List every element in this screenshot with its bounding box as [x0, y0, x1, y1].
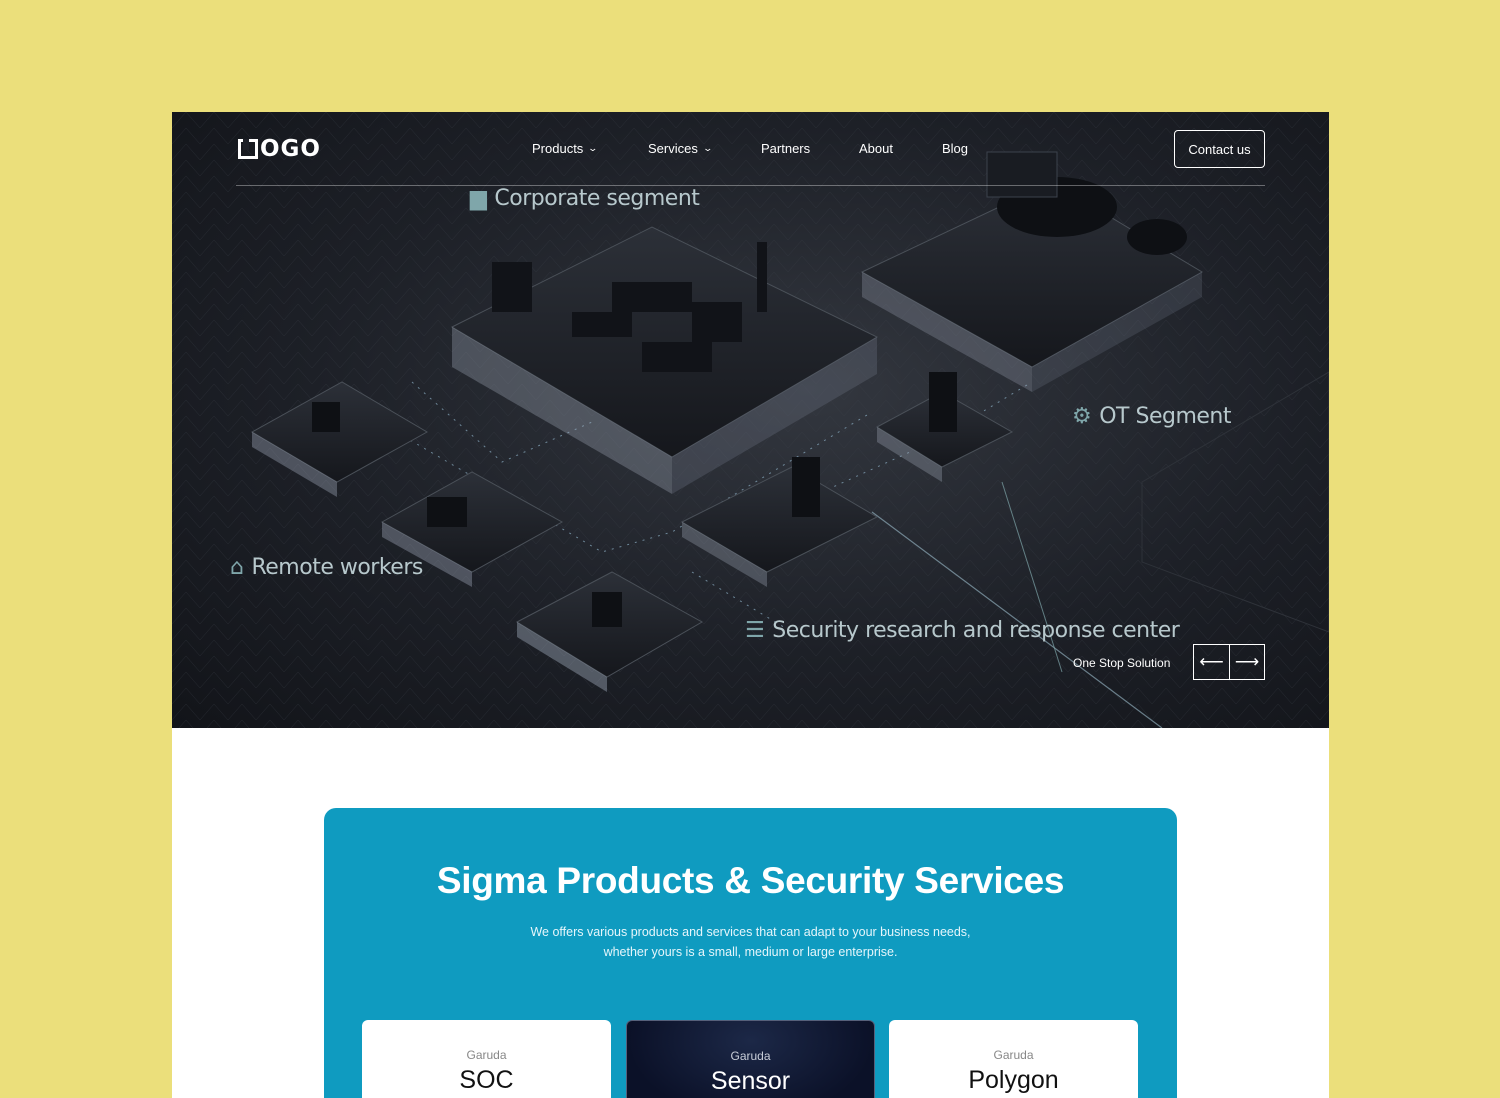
product-name: SOC	[459, 1066, 514, 1094]
nav-item-about[interactable]: About	[859, 141, 942, 156]
security-center-label: ☰ Security research and response center	[745, 618, 1180, 643]
nav-divider	[236, 185, 1265, 186]
product-name: Polygon	[968, 1066, 1059, 1094]
main-nav: Products ⌄ Services ⌄ Partners About Blo…	[532, 141, 968, 156]
arrow-left-icon[interactable]: ⟵	[1199, 652, 1224, 671]
nav-item-label: About	[859, 141, 893, 156]
security-center-text: Security research and response center	[772, 618, 1180, 643]
slide-caption: One Stop Solution	[1073, 656, 1171, 670]
arrow-right-icon[interactable]: ⟶	[1229, 645, 1264, 679]
product-card-sensor[interactable]: Garuda Sensor	[626, 1020, 875, 1098]
nav-item-partners[interactable]: Partners	[761, 141, 859, 156]
corporate-segment-text: Corporate segment	[494, 186, 700, 211]
slider-controls: ⟵ ⟶	[1193, 644, 1265, 680]
remote-workers-text: Remote workers	[251, 555, 423, 580]
logo-text: OGO	[260, 136, 321, 162]
product-card-soc[interactable]: Garuda SOC	[362, 1020, 611, 1098]
remote-workers-label: ⌂ Remote workers	[230, 555, 423, 580]
products-description: We offers various products and services …	[324, 922, 1177, 962]
description-line: whether yours is a small, medium or larg…	[603, 945, 898, 959]
chevron-down-icon: ⌄	[702, 143, 713, 153]
nav-item-services[interactable]: Services ⌄	[648, 141, 761, 156]
nav-item-label: Partners	[761, 141, 811, 156]
monitor-icon: ▆	[470, 186, 487, 211]
products-title: Sigma Products & Security Services	[436, 860, 1065, 901]
product-brand: Garuda	[993, 1048, 1034, 1062]
logo[interactable]: OGO	[238, 136, 321, 162]
nav-item-products[interactable]: Products ⌄	[532, 141, 648, 156]
home-icon: ⌂	[230, 555, 244, 580]
landing-page: OGO Products ⌄ Services ⌄ Partners About…	[172, 112, 1329, 1098]
nav-item-label: Blog	[942, 141, 969, 156]
ot-segment-label: ⚙ OT Segment	[1072, 404, 1231, 429]
product-name: Sensor	[710, 1067, 791, 1095]
logo-mark	[238, 139, 258, 159]
product-brand: Garuda	[466, 1048, 507, 1062]
contact-us-button[interactable]: Contact us	[1174, 130, 1265, 168]
nav-item-label: Products	[532, 141, 584, 156]
nav-item-label: Services	[648, 141, 698, 156]
product-card-polygon[interactable]: Garuda Polygon	[889, 1020, 1138, 1098]
corporate-segment-label: ▆ Corporate segment	[470, 186, 700, 211]
server-icon: ☰	[745, 618, 765, 643]
gear-icon: ⚙	[1072, 404, 1092, 429]
isometric-network-illustration	[172, 112, 1329, 728]
products-section: Sigma Products & Security Services We of…	[324, 808, 1177, 1098]
description-line: We offers various products and services …	[530, 925, 971, 939]
chevron-down-icon: ⌄	[587, 143, 599, 153]
product-brand: Garuda	[730, 1049, 771, 1063]
hero-section: OGO Products ⌄ Services ⌄ Partners About…	[172, 112, 1329, 728]
ot-segment-text: OT Segment	[1099, 404, 1231, 429]
nav-item-blog[interactable]: Blog	[942, 141, 968, 156]
